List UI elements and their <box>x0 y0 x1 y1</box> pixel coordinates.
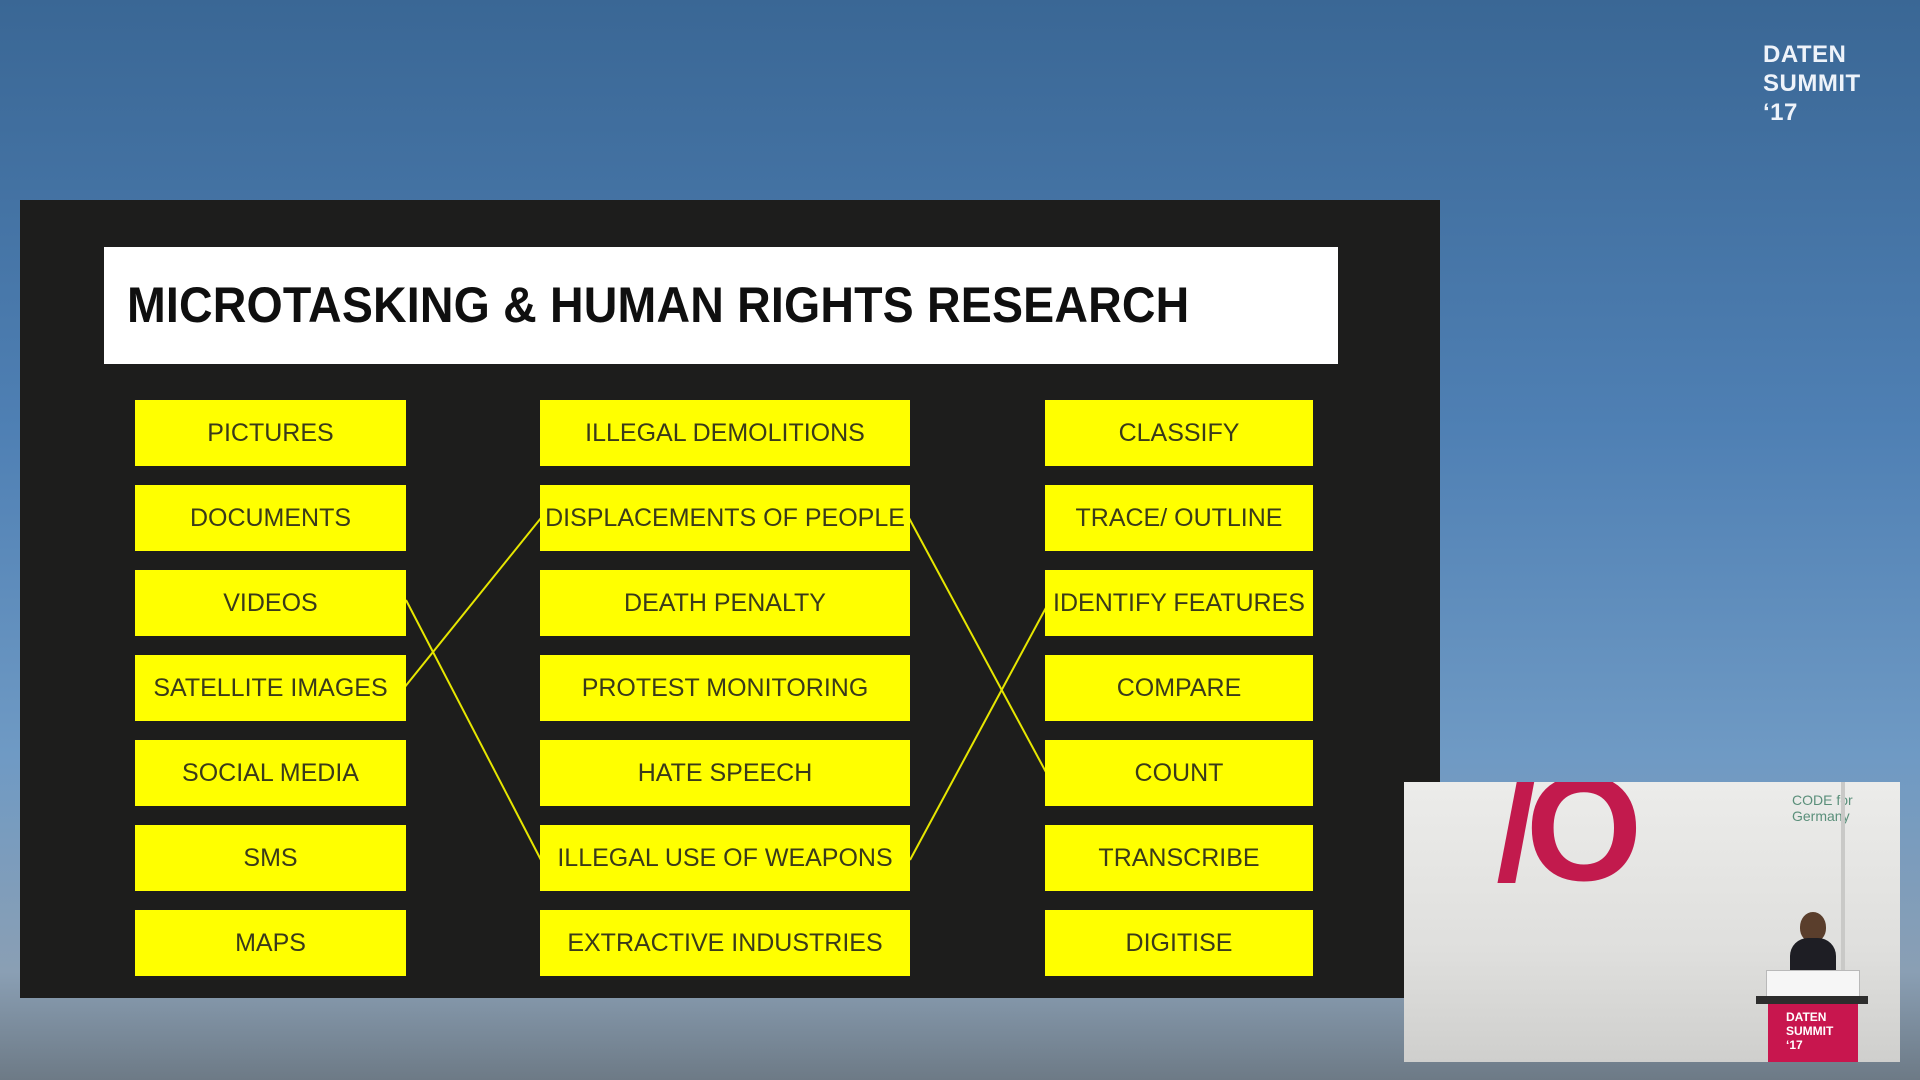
lectern-shelf <box>1756 996 1868 1004</box>
topic-box: DEATH PENALTY <box>540 570 910 636</box>
stage-backdrop-logo: /O <box>1496 782 1642 912</box>
speaker-video-inset: /O CODE for Germany DATEN SUMMIT ‘17 <box>1404 782 1900 1062</box>
task-box: TRACE/ OUTLINE <box>1045 485 1313 551</box>
connector-weapons-to-identify <box>909 603 1049 861</box>
lectern-line-1: DATEN <box>1786 1010 1827 1024</box>
source-box: VIDEOS <box>135 570 406 636</box>
brand-line-1: DATEN <box>1763 41 1847 68</box>
source-box: MAPS <box>135 910 406 976</box>
topic-box: PROTEST MONITORING <box>540 655 910 721</box>
lectern-line-3: ‘17 <box>1786 1038 1803 1052</box>
source-box: SMS <box>135 825 406 891</box>
brand-line-2: SUMMIT <box>1763 70 1861 97</box>
source-box: DOCUMENTS <box>135 485 406 551</box>
brand-line-3: ‘17 <box>1763 99 1798 126</box>
code-for-germany-logo: CODE for Germany <box>1792 792 1853 824</box>
task-box: IDENTIFY FEATURES <box>1045 570 1313 636</box>
lectern-laptop <box>1766 970 1860 998</box>
task-box: CLASSIFY <box>1045 400 1313 466</box>
topic-box: ILLEGAL USE OF WEAPONS <box>540 825 910 891</box>
task-box: TRANSCRIBE <box>1045 825 1313 891</box>
speaker-body <box>1790 938 1836 974</box>
speaker-head <box>1800 912 1826 942</box>
connection-lines <box>403 517 1049 861</box>
topic-box: HATE SPEECH <box>540 740 910 806</box>
connector-videos-to-weapons <box>405 599 542 861</box>
topic-box: EXTRACTIVE INDUSTRIES <box>540 910 910 976</box>
presentation-slide: MICROTASKING & HUMAN RIGHTS RESEARCH PIC… <box>20 200 1440 998</box>
slide-title: MICROTASKING & HUMAN RIGHTS RESEARCH <box>127 277 1190 333</box>
daten-summit-logo: DATEN SUMMIT ‘17 <box>1763 40 1861 127</box>
source-box: PICTURES <box>135 400 406 466</box>
slide-title-box: MICROTASKING & HUMAN RIGHTS RESEARCH <box>104 247 1338 364</box>
lectern-line-2: SUMMIT <box>1786 1024 1834 1038</box>
lectern-sign: DATEN SUMMIT ‘17 <box>1768 1004 1858 1062</box>
connector-displacements-to-count <box>908 517 1048 775</box>
stage-wall-edge <box>1841 782 1845 1062</box>
task-box: COUNT <box>1045 740 1313 806</box>
task-box: DIGITISE <box>1045 910 1313 976</box>
topic-box: ILLEGAL DEMOLITIONS <box>540 400 910 466</box>
connector-satellite-to-displacements <box>403 517 542 689</box>
task-box: COMPARE <box>1045 655 1313 721</box>
source-box: SOCIAL MEDIA <box>135 740 406 806</box>
source-box: SATELLITE IMAGES <box>135 655 406 721</box>
topic-box: DISPLACEMENTS OF PEOPLE <box>540 485 910 551</box>
